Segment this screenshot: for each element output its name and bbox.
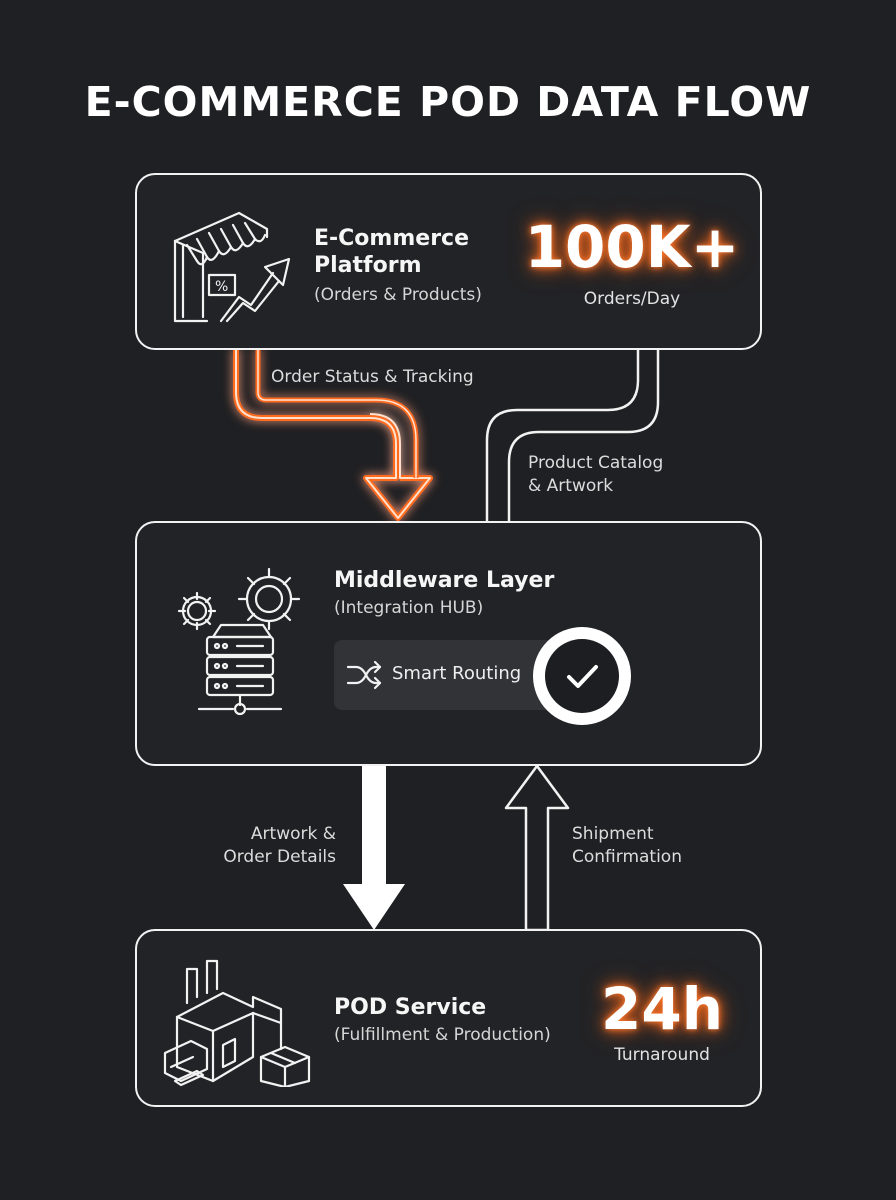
smart-routing-label: Smart Routing — [392, 663, 522, 684]
platform-metric: 100K+ — [524, 213, 740, 281]
pod-metric-label: Turnaround — [614, 1045, 710, 1065]
order-status-label: Order Status & Tracking — [271, 367, 474, 387]
artwork-details-label-line1: Artwork & — [250, 824, 336, 844]
svg-text:%: % — [215, 279, 228, 295]
shuffle-icon — [346, 660, 382, 690]
platform-subtitle: (Orders & Products) — [314, 285, 482, 305]
pod-title: POD Service — [334, 995, 487, 1020]
shipment-label-line2: Confirmation — [572, 847, 682, 867]
shipment-label-line1: Shipment — [572, 824, 654, 844]
product-catalog-connector — [485, 348, 660, 522]
middleware-subtitle: (Integration HUB) — [334, 598, 484, 618]
server-gears-icon — [177, 567, 301, 716]
storefront-growth-icon: % — [173, 211, 291, 323]
artwork-details-label-line2: Order Details — [223, 847, 336, 867]
platform-node: % E-Commerce Platform (Orders & Products… — [135, 173, 762, 350]
check-circle-icon — [533, 627, 631, 725]
factory-icon — [163, 959, 311, 1087]
pod-subtitle: (Fulfillment & Production) — [334, 1025, 551, 1045]
product-catalog-label-line2: & Artwork — [528, 476, 614, 496]
page-title: E-COMMERCE POD DATA FLOW — [84, 78, 812, 126]
platform-title-line2: Platform — [314, 253, 422, 278]
pod-node: POD Service (Fulfillment & Production) 2… — [135, 929, 762, 1107]
smart-routing-chip: Smart Routing — [334, 640, 564, 710]
artwork-details-arrow — [343, 764, 405, 930]
middleware-title: Middleware Layer — [334, 568, 555, 593]
platform-metric-label: Orders/Day — [583, 289, 681, 309]
order-status-arrow — [233, 348, 433, 521]
product-catalog-label-line1: Product Catalog — [528, 453, 664, 473]
shipment-arrow — [504, 764, 570, 932]
pod-metric: 24h — [600, 975, 723, 1043]
platform-title-line1: E-Commerce — [314, 226, 469, 251]
